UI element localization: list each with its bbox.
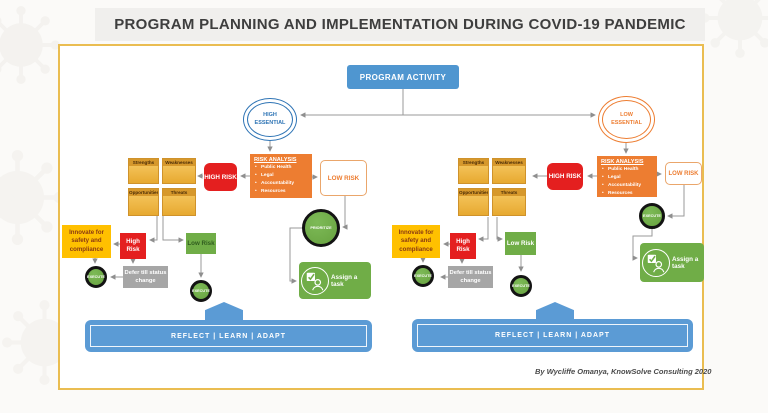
swot-strengths: Strengths	[458, 158, 489, 184]
swot-weaknesses: Weaknesses	[492, 158, 526, 184]
execute-circle: EXECUTE	[190, 280, 212, 302]
swot-opportunities: Opportunities	[458, 188, 489, 216]
risk-analysis-item: Accountability	[254, 180, 309, 188]
low-essential-ellipse: LOW ESSENTIAL	[598, 96, 655, 143]
banner-arrow	[205, 302, 243, 320]
execute-circle: EXECUTE	[510, 275, 532, 297]
risk-analysis-box: RISK ANALYSIS Public Health Legal Accoun…	[250, 154, 312, 198]
assign-task-icon	[301, 266, 329, 295]
execute-circle: EXECUTE	[639, 203, 665, 229]
swot-threats: Threats	[492, 188, 526, 216]
swot-threats: Threats	[162, 188, 196, 216]
low-risk-secondary-box: Low Risk	[505, 232, 536, 255]
prioritize-circle: PRIORITIZE	[302, 209, 340, 247]
swot-grid: Strengths Weaknesses Opportunities Threa…	[128, 158, 196, 216]
low-risk-box: LOW RISK	[320, 160, 367, 196]
high-risk-box: HIGH RISK	[547, 163, 583, 190]
execute-circle: EXECUTE	[85, 266, 107, 288]
virus-decoration	[700, 0, 768, 58]
reflect-banner: REFLECT | LEARN | ADAPT	[85, 320, 372, 352]
swot-weaknesses: Weaknesses	[162, 158, 196, 184]
assign-task-box: Assign a task	[299, 262, 371, 299]
risk-analysis-item: Accountability	[601, 182, 654, 190]
risk-analysis-item: Resources	[254, 188, 309, 196]
high-risk-secondary-box: High Risk	[450, 233, 476, 259]
high-risk-secondary-box: High Risk	[120, 233, 146, 259]
assign-task-icon	[642, 248, 670, 277]
risk-analysis-item: Legal	[254, 172, 309, 180]
risk-analysis-item: Legal	[601, 174, 654, 182]
virus-decoration	[0, 150, 65, 245]
risk-analysis-item: Public Health	[601, 166, 654, 174]
swot-grid: Strengths Weaknesses Opportunities Threa…	[458, 158, 526, 216]
banner-arrow	[536, 302, 574, 320]
defer-box: Defer till status change	[123, 266, 168, 288]
virus-decoration	[0, 6, 60, 84]
risk-analysis-item: Public Health	[254, 164, 309, 172]
high-risk-box: HIGH RISK	[204, 163, 237, 191]
risk-analysis-item: Resources	[601, 190, 654, 198]
swot-opportunities: Opportunities	[128, 188, 159, 216]
innovate-box: Innovate for safety and compliance	[62, 225, 111, 258]
reflect-banner: REFLECT | LEARN | ADAPT	[412, 319, 693, 352]
risk-analysis-box: RISK ANALYSIS Public Health Legal Accoun…	[597, 156, 657, 198]
attribution: By Wycliffe Omanya, KnowSolve Consulting…	[535, 367, 712, 376]
innovate-box: Innovate for safety and compliance	[392, 225, 440, 258]
low-risk-secondary-box: Low Risk	[186, 233, 216, 254]
page-title: PROGRAM PLANNING AND IMPLEMENTATION DURI…	[114, 16, 686, 33]
defer-box: Defer till status change	[448, 266, 493, 288]
program-activity-box: PROGRAM ACTIVITY	[347, 65, 459, 89]
execute-circle: EXECUTE	[412, 265, 434, 287]
low-risk-box: LOW RISK	[665, 162, 702, 185]
swot-strengths: Strengths	[128, 158, 159, 184]
assign-task-box: Assign a task	[640, 243, 704, 282]
title-band: PROGRAM PLANNING AND IMPLEMENTATION DURI…	[95, 8, 705, 41]
high-essential-ellipse: HIGH ESSENTIAL	[243, 98, 297, 141]
